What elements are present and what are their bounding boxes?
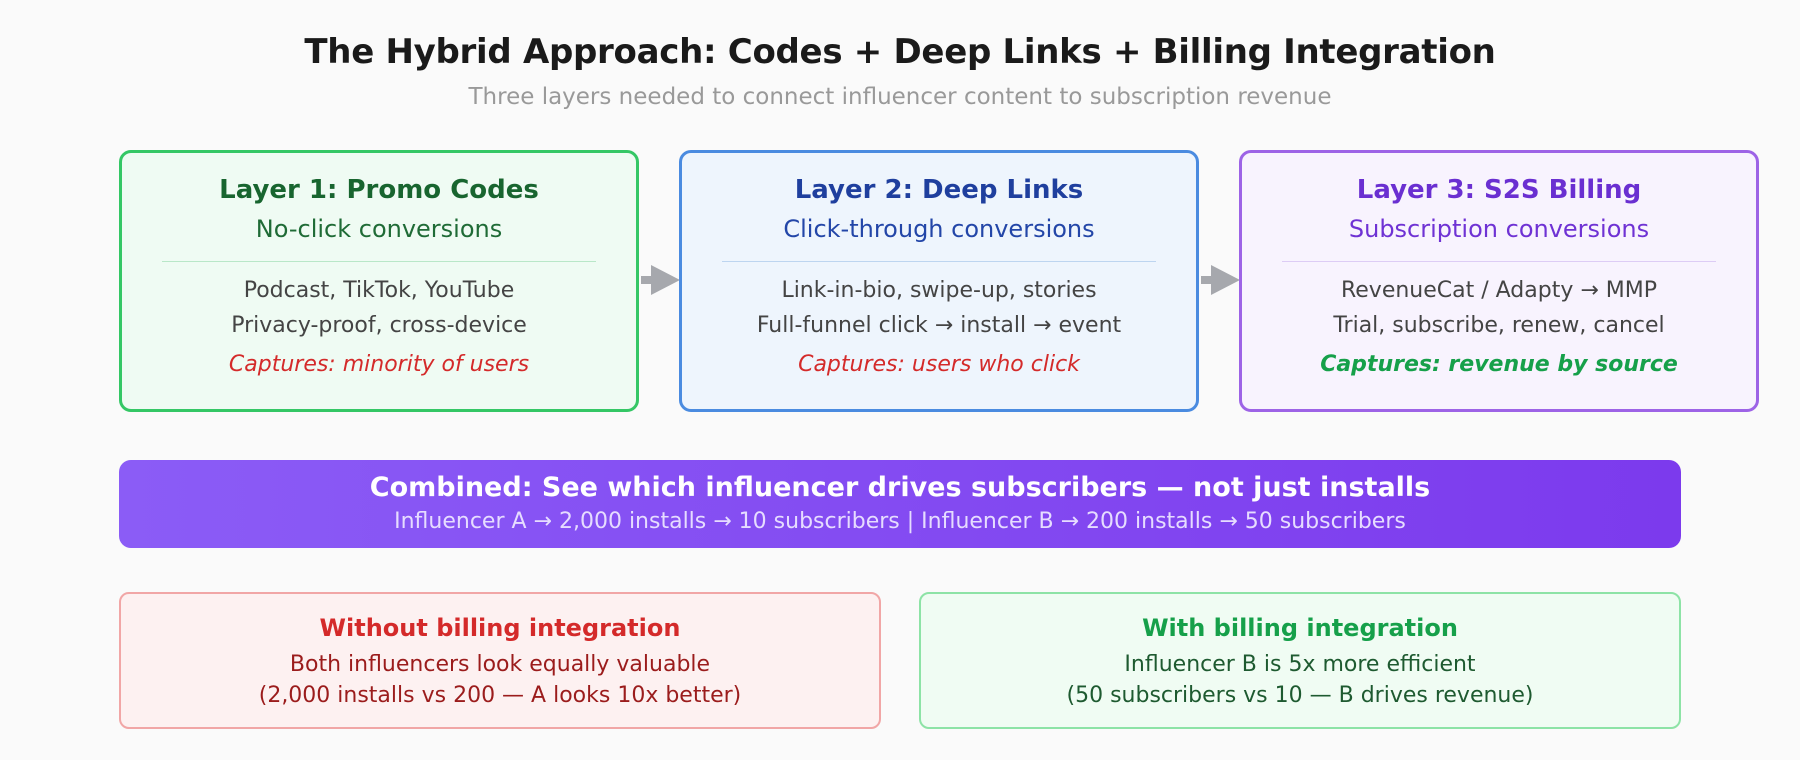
layer-1-subtitle: No-click conversions bbox=[255, 215, 503, 243]
layer-1-capture: Captures: minority of users bbox=[228, 352, 530, 377]
arrow-right-icon bbox=[641, 265, 680, 295]
layer-1-title: Layer 1: Promo Codes bbox=[219, 175, 539, 205]
diagram-title: The Hybrid Approach: Codes + Deep Links … bbox=[304, 32, 1496, 72]
without-billing-line-1: Both influencers look equally valuable bbox=[289, 652, 711, 677]
layer-3-subtitle: Subscription conversions bbox=[1348, 215, 1650, 243]
layer-2-subtitle: Click-through conversions bbox=[783, 215, 1095, 243]
with-billing-card: With billing integration Influencer B is… bbox=[919, 592, 1681, 729]
layer-2-deep-links-card: Layer 2: Deep Links Click-through conver… bbox=[679, 150, 1199, 412]
layer-2-capture: Captures: users who click bbox=[798, 352, 1080, 377]
layer-1-detail-1: Podcast, TikTok, YouTube bbox=[243, 278, 515, 303]
combined-banner: Combined: See which influencer drives su… bbox=[119, 460, 1681, 548]
layer-3-s2s-billing-card: Layer 3: S2S Billing Subscription conver… bbox=[1239, 150, 1759, 412]
layer-3-capture: Captures: revenue by source bbox=[1320, 352, 1678, 377]
layer-1-detail-2: Privacy-proof, cross-device bbox=[231, 313, 527, 338]
without-billing-line-2: (2,000 installs vs 200 — A looks 10x bet… bbox=[258, 683, 742, 708]
with-billing-line-1: Influencer B is 5x more efficient bbox=[1124, 652, 1476, 677]
layer-2-detail-2: Full-funnel click → install → event bbox=[756, 313, 1122, 338]
diagram-subtitle: Three layers needed to connect influence… bbox=[468, 84, 1332, 110]
without-billing-title: Without billing integration bbox=[319, 614, 681, 642]
combined-example: Influencer A → 2,000 installs → 10 subsc… bbox=[394, 509, 1406, 534]
combined-title: Combined: See which influencer drives su… bbox=[369, 472, 1431, 503]
layer-3-divider bbox=[1282, 261, 1716, 262]
without-billing-card: Without billing integration Both influen… bbox=[119, 592, 881, 729]
layer-3-detail-2: Trial, subscribe, renew, cancel bbox=[1333, 313, 1665, 338]
layer-1-promo-codes-card: Layer 1: Promo Codes No-click conversion… bbox=[119, 150, 639, 412]
layer-2-divider bbox=[722, 261, 1156, 262]
layer-1-divider bbox=[162, 261, 596, 262]
with-billing-title: With billing integration bbox=[1142, 614, 1458, 642]
with-billing-line-2: (50 subscribers vs 10 — B drives revenue… bbox=[1066, 683, 1534, 708]
layer-3-title: Layer 3: S2S Billing bbox=[1356, 175, 1642, 205]
layer-2-detail-1: Link-in-bio, swipe-up, stories bbox=[781, 278, 1097, 303]
layer-3-detail-1: RevenueCat / Adapty → MMP bbox=[1340, 278, 1658, 303]
layer-2-title: Layer 2: Deep Links bbox=[794, 175, 1084, 205]
arrow-right-icon bbox=[1201, 265, 1240, 295]
